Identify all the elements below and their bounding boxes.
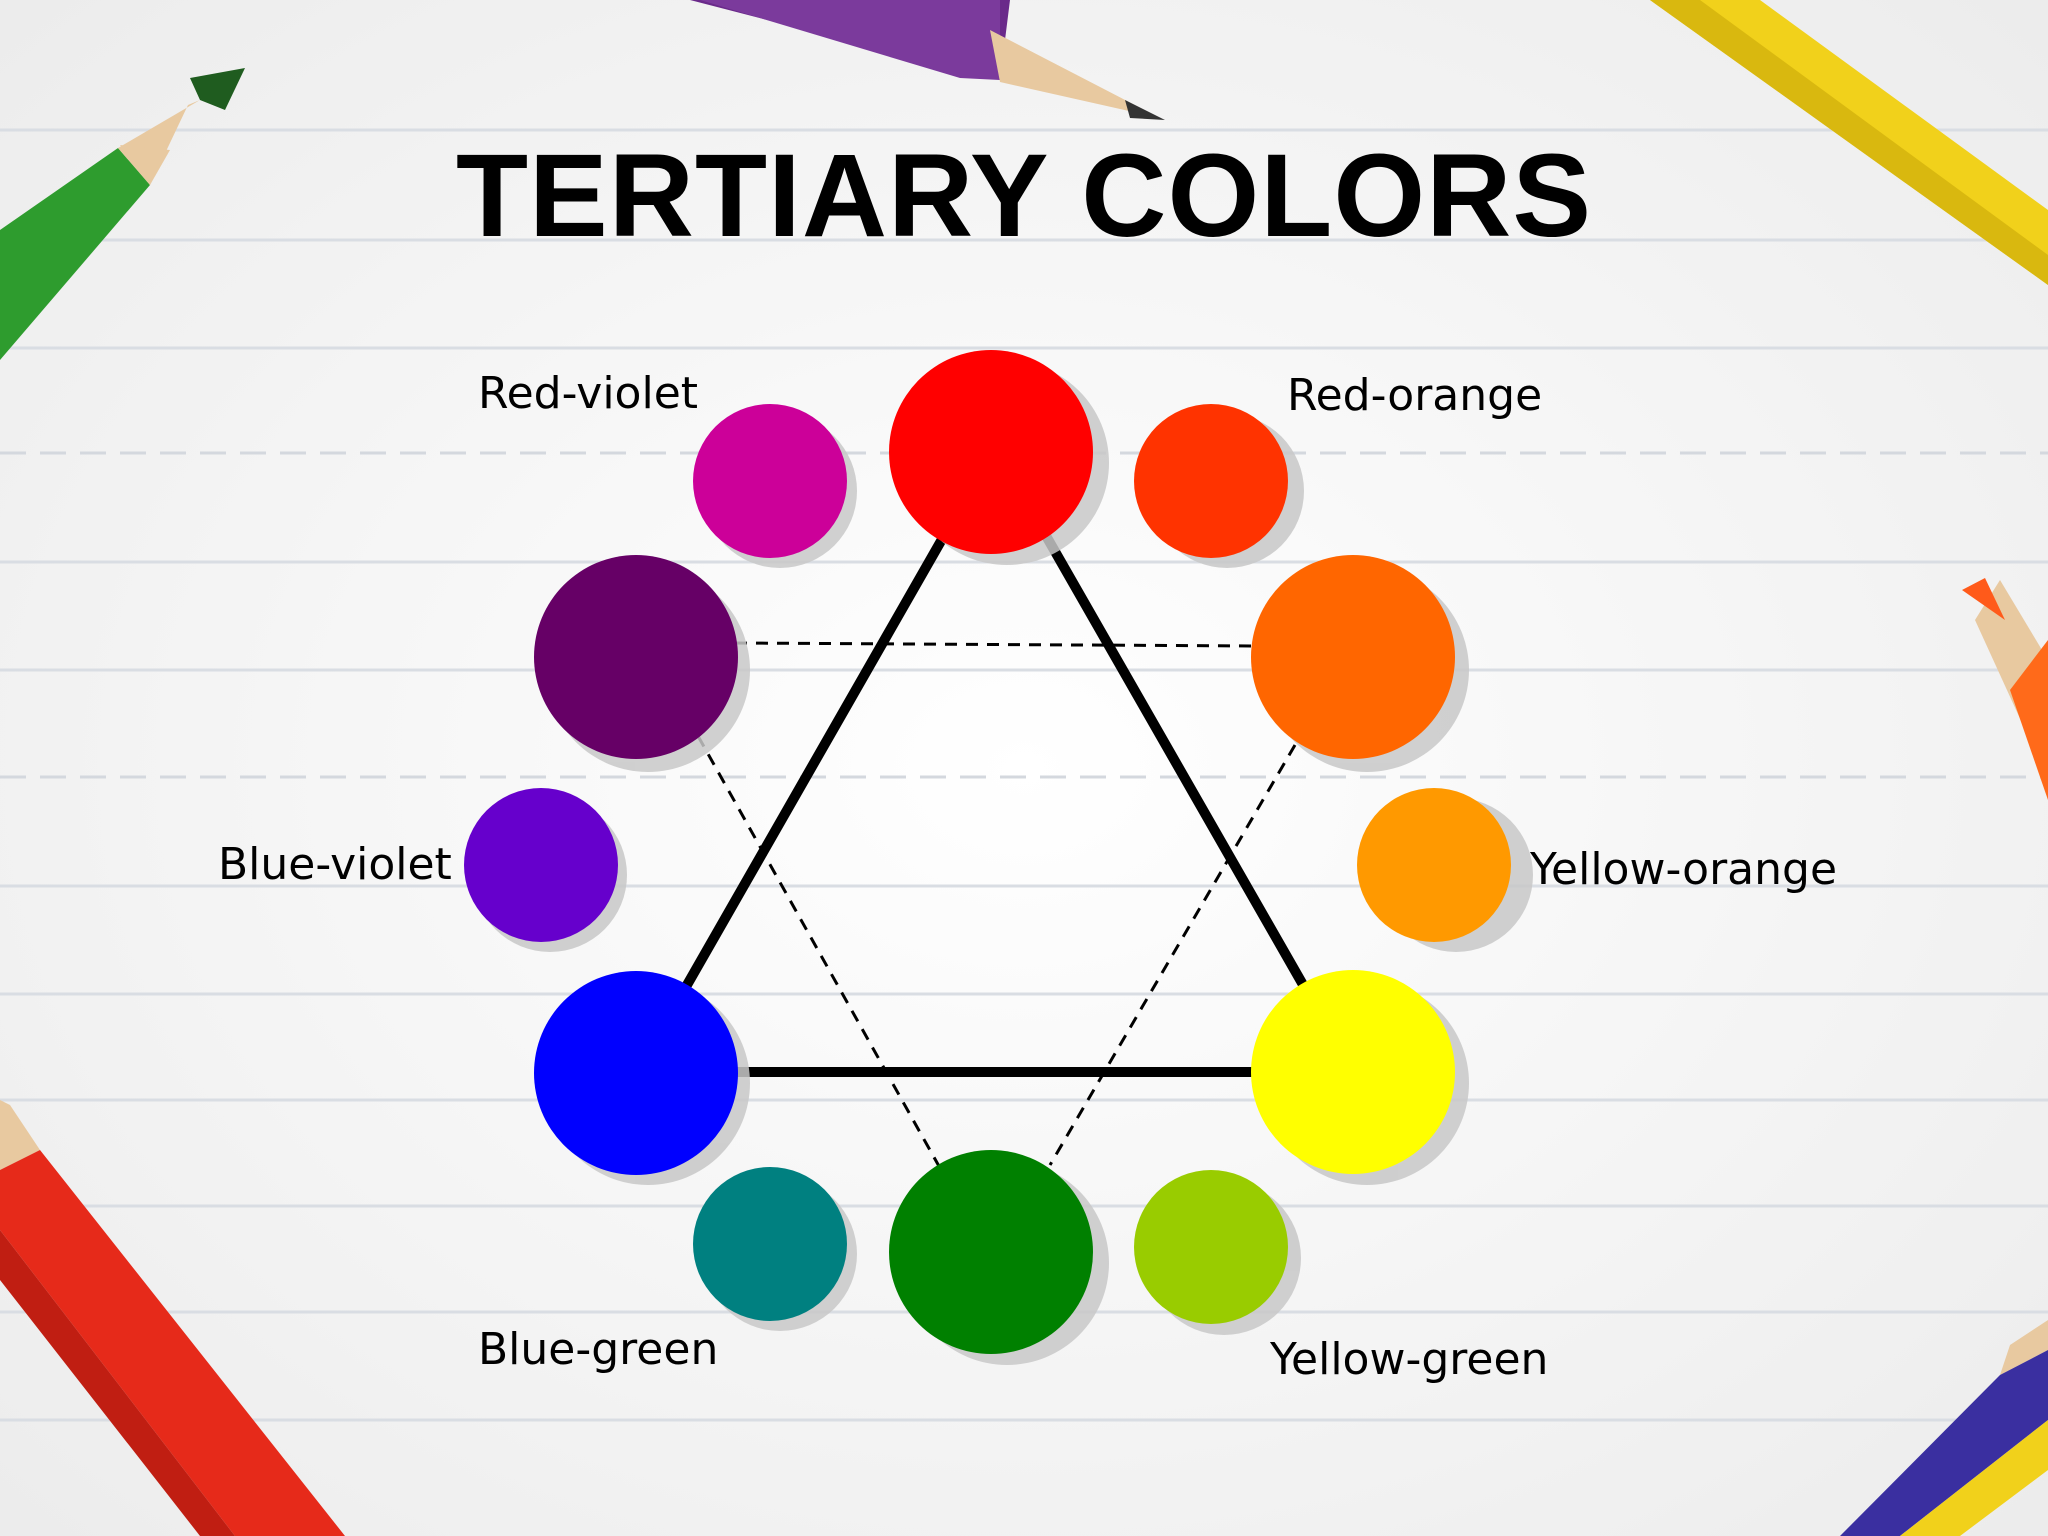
primary-triangle: [682, 529, 1307, 1077]
green-circle: [889, 1150, 1093, 1354]
yellow-green-circle: [1134, 1170, 1288, 1324]
orange-circle: [1251, 555, 1455, 759]
purple-pencil: [690, 0, 1165, 120]
orange-pencil: [1962, 578, 2048, 800]
green-pencil: [0, 68, 245, 360]
label-red-orange: Red-orange: [1287, 370, 1543, 421]
yellow-pencil: [1650, 0, 2048, 285]
label-red-violet: Red-violet: [478, 368, 699, 419]
red-pencil: [0, 1100, 345, 1536]
yellow-orange-circle: [1357, 788, 1511, 942]
blue-green-circle: [693, 1167, 847, 1321]
label-yellow-green: Yellow-green: [1270, 1334, 1549, 1385]
label-yellow-orange: Yellow-orange: [1530, 844, 1838, 895]
red-orange-circle: [1134, 404, 1288, 558]
yellow-circle: [1251, 970, 1455, 1174]
violet-circle: [534, 555, 738, 759]
blue-circle: [534, 971, 738, 1175]
blue-pencil: [1840, 1320, 2048, 1536]
red-circle: [889, 350, 1093, 554]
label-blue-violet: Blue-violet: [218, 839, 452, 890]
secondary-triangle-dashed: [696, 641, 1297, 1169]
red-violet-circle: [693, 404, 847, 558]
page-title: TERTIARY COLORS: [455, 130, 1593, 262]
blue-violet-circle: [464, 788, 618, 942]
label-blue-green: Blue-green: [478, 1324, 719, 1375]
